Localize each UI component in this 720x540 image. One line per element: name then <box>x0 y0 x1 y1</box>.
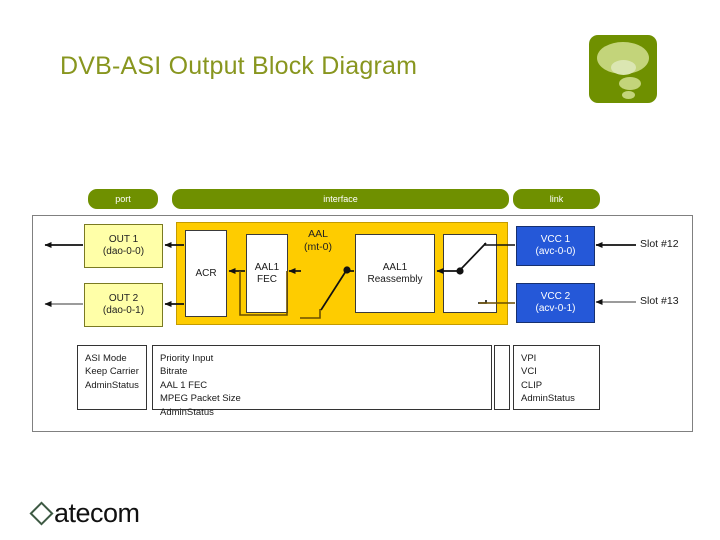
aal-group-label: AAL (mt-0) <box>283 228 353 254</box>
slot-label-13: Slot #13 <box>640 295 679 307</box>
process-box-acr: ACR <box>185 230 227 317</box>
vcc-box-2: VCC 2 (acv-0-1) <box>516 283 595 323</box>
out-box-2-subtitle: (dao-0-1) <box>102 305 145 316</box>
process-box-aal1-reassembly-line2: Reassembly <box>367 273 423 285</box>
vcc-box-1-title: VCC 1 <box>540 233 571 245</box>
attribute-item: MPEG Packet Size <box>160 393 241 405</box>
process-box-aal1-fec-line2: FEC <box>257 273 277 285</box>
footer-wordmark: atecom <box>54 498 140 528</box>
attribute-panel-link: VPI VCI CLIP AdminStatus <box>513 345 600 410</box>
out-box-2: OUT 2 (dao-0-1) <box>84 283 163 327</box>
process-box-aal1-fec-line1: AAL1 <box>254 261 280 273</box>
vcc-box-1-subtitle: (avc-0-0) <box>535 246 576 257</box>
attribute-item: AdminStatus <box>85 379 139 391</box>
process-box-acr-label: ACR <box>195 267 217 279</box>
layer-pill-link: link <box>513 189 600 209</box>
attribute-item: AdminStatus <box>521 393 575 405</box>
layer-pill-port-label: port <box>115 194 131 204</box>
layer-pill-interface: interface <box>172 189 509 209</box>
attribute-item: CLIP <box>521 379 543 391</box>
vcc-box-2-title: VCC 2 <box>540 290 571 302</box>
layer-pill-link-label: link <box>549 194 564 204</box>
logo-bubble-highlight <box>611 60 636 75</box>
brand-logo-mark <box>589 35 657 103</box>
process-box-aal1-reassembly-line1: AAL1 <box>382 261 408 273</box>
attribute-item: Priority Input <box>160 353 214 364</box>
logo-bubble-medium <box>619 77 641 90</box>
attribute-item: AdminStatus <box>160 406 214 418</box>
footer-logo: atecom <box>29 498 140 528</box>
out-box-1-subtitle: (dao-0-0) <box>102 246 145 257</box>
diamond-icon <box>29 501 54 526</box>
attribute-item: Keep Carrier <box>85 366 139 378</box>
process-box-link-switch <box>443 234 497 313</box>
attribute-item: AAL 1 FEC <box>160 379 208 391</box>
process-box-aal1-reassembly: AAL1 Reassembly <box>355 234 435 313</box>
attribute-item: VCI <box>521 366 537 378</box>
aal-group-title: AAL <box>308 228 328 240</box>
attribute-panel-port: ASI Mode Keep Carrier AdminStatus <box>77 345 147 410</box>
page-title: DVB-ASI Output Block Diagram <box>60 52 418 80</box>
attribute-item: VPI <box>521 353 537 364</box>
vcc-box-1: VCC 1 (avc-0-0) <box>516 226 595 266</box>
out-box-1: OUT 1 (dao-0-0) <box>84 224 163 268</box>
out-box-1-title: OUT 1 <box>108 233 139 245</box>
logo-bubble-small <box>622 91 635 99</box>
layer-pill-interface-label: interface <box>323 194 358 204</box>
aal-group-subtitle: (mt-0) <box>304 241 332 254</box>
attribute-item: Bitrate <box>160 366 188 378</box>
out-box-2-title: OUT 2 <box>108 292 139 304</box>
layer-pill-port: port <box>88 189 158 209</box>
slot-label-12: Slot #12 <box>640 238 679 250</box>
process-box-aal1-fec: AAL1 FEC <box>246 234 288 313</box>
attribute-panel-interface: Priority Input Bitrate AAL 1 FEC MPEG Pa… <box>152 345 492 418</box>
attribute-panel-spacer <box>494 345 510 410</box>
attribute-item: ASI Mode <box>85 353 127 364</box>
vcc-box-2-subtitle: (acv-0-1) <box>535 303 576 314</box>
